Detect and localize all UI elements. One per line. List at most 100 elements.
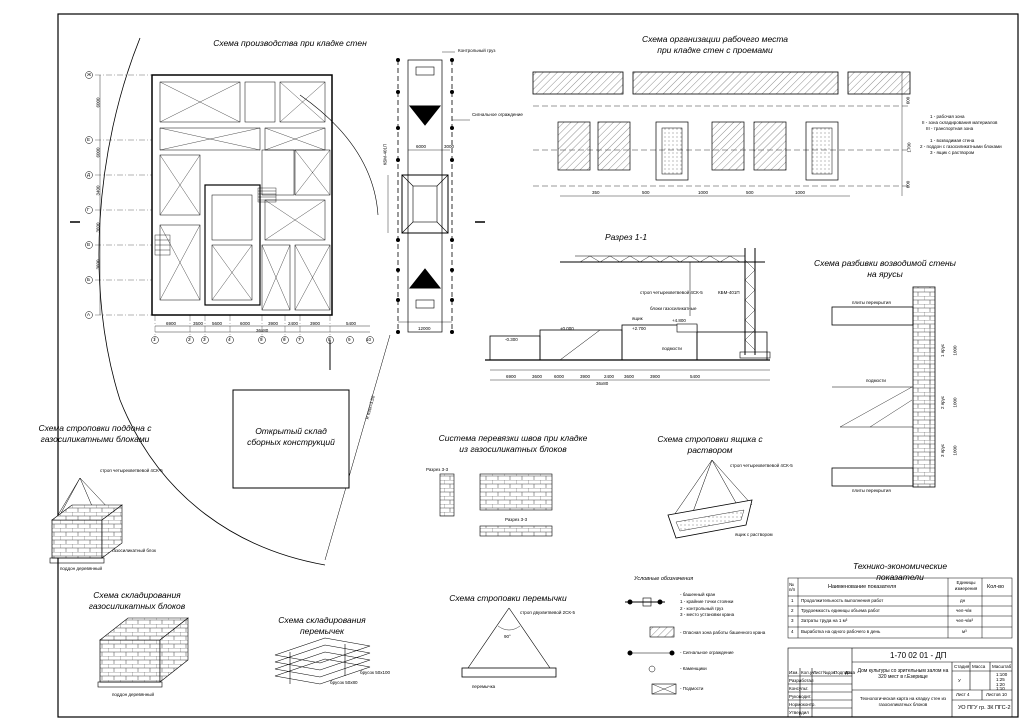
title-wall-breakdown: Схема разбивки возводимой стены на ярусы (814, 258, 956, 279)
title-block-col-2: Кол.уч (801, 670, 815, 675)
block-storage (97, 617, 189, 688)
title-block-code: 1-70 02 01 - ДП (890, 651, 947, 660)
lintel-storage-label-2: брусок 50х100 (360, 670, 391, 675)
dim-left-2: 6000 (95, 147, 101, 158)
title-block-stage-h: Стадия (954, 664, 970, 669)
title-block-role-5: Утвердил (789, 710, 809, 715)
dim-left-4: 3600 (95, 222, 101, 233)
title-block-col-5: Подпись (834, 670, 852, 675)
elevation-3: +2.700 (632, 326, 646, 331)
dim-crane-width-2: 3000 (444, 144, 455, 149)
workplace-legend-3: III - транспортная зона (926, 126, 974, 131)
title-block-role-4: Нормоконтр. (789, 702, 816, 707)
workplace-side-2: 1700 (906, 142, 912, 153)
title-seam-system: Система перевязки швов при кладке из газ… (438, 433, 588, 454)
tier-height-2: 1000 (952, 397, 958, 408)
tep-row-1-unit: дн (960, 598, 966, 603)
elevation-4: +4.800 (672, 318, 686, 323)
axis-number-2: 2 (188, 337, 191, 342)
section-dim-7: 3900 (650, 374, 661, 379)
section-scaffold-label: подмости (662, 346, 682, 351)
section-dim-1: 6900 (506, 374, 517, 379)
box-sling-label: строп четырехветвевой 4СК-5 (730, 463, 793, 468)
axis-letter-3: Д (87, 172, 91, 177)
legend (625, 597, 677, 695)
title-production-scheme: Схема производства при кладке стен (213, 38, 367, 48)
workplace-scheme (532, 71, 911, 197)
legend-item-8: - Подмости (680, 686, 704, 691)
dim-plan-1: 6900 (166, 321, 177, 326)
title-lintel-slinging: Схема строповки перемычки (449, 593, 567, 603)
label-control-group: Контрольный груз (458, 48, 496, 53)
tier-3: 3 ярус (940, 443, 946, 458)
workplace-dim-5: 1000 (795, 190, 806, 195)
title-pallet-slinging: Схема строповки поддона с газосиликатным… (38, 423, 152, 444)
tep-row-1-name: Продолжительность выполнения работ (801, 598, 884, 603)
workplace-dim-2: 500 (642, 190, 650, 195)
axis-number-3: 3 (203, 337, 206, 342)
tier-height-3: 1000 (952, 445, 958, 456)
title-workplace-scheme: Схема организации рабочего места при кла… (641, 34, 789, 55)
label-signal-fence: Сигнальное ограждение (472, 112, 523, 117)
lintel-slinging (461, 607, 557, 678)
wall-mid-label: подмости (866, 378, 886, 383)
wall-top-slab-label: плиты перекрытия (852, 300, 891, 305)
axis-number-9: 9 (348, 337, 351, 342)
tep-header-unit: Единицы измерения (954, 580, 978, 591)
tep-row-4-name: Выработка на одного рабочего в день (801, 629, 881, 634)
section-dim-6: 3600 (624, 374, 635, 379)
title-block-col-4: №док. (823, 670, 837, 675)
legend-item-7: - Каменщики (680, 666, 707, 671)
axis-number-5: 5 (260, 337, 263, 342)
axis-letter-2: Е (87, 137, 91, 142)
seam-section-2: Разрез 3-3 (505, 517, 528, 522)
section-dim-4: 3900 (580, 374, 591, 379)
dim-plan-4: 6000 (240, 321, 251, 326)
dim-plan-5: 3900 (268, 321, 279, 326)
legend-item-5: - Опасная зона работы башенного крана (680, 630, 766, 635)
section-1-1 (485, 248, 771, 381)
lintel-storage-label-1: брусок 50х80 (330, 680, 358, 685)
wall-bottom-slab-label: плиты перекрытия (852, 488, 891, 493)
crane-hazard-arc (98, 37, 326, 566)
section-dim-2: 3600 (532, 374, 543, 379)
axis-letter-6: Б (87, 277, 90, 282)
workplace-note-1: 1 - возводимая стена (930, 138, 975, 143)
title-block-role-3: Руководит. (789, 694, 812, 699)
title-block-col-3: Лист (813, 670, 823, 675)
open-storage-area (232, 389, 350, 489)
tep-header-num: № п/п (789, 582, 796, 592)
section-block-label: блоки газосиликатные (650, 306, 697, 311)
title-block-col-1: Изм. (789, 670, 799, 675)
title-block-object: Дом культуры со зрительным залом на 320 … (857, 668, 949, 680)
dim-crane-width-1: 6000 (416, 144, 427, 149)
title-block-stage: У (958, 678, 961, 683)
title-block-role-2: Консульт. (789, 686, 809, 691)
title-block-scale-h: Масштаб (992, 664, 1012, 669)
tep-row-2-name: Трудоемкость единицы объема работ (801, 608, 880, 613)
workplace-legend-1: 1 - рабочая зона (930, 114, 965, 119)
workplace-note-3: 3 - ящик с раствором (930, 150, 975, 155)
dim-left-1: 6000 (95, 97, 101, 108)
title-block-scale-1: 1:100 (996, 672, 1008, 677)
legend-item-3: 2 - контрольный груз (680, 606, 724, 611)
workplace-side-1: 600 (905, 96, 911, 105)
crane-stop-marker-top (408, 105, 442, 126)
axis-letter-4: Г (87, 207, 90, 212)
workplace-dim-4: 500 (746, 190, 754, 195)
dim-plan-2: 3500 (193, 321, 204, 326)
axis-number-7: 7 (298, 337, 301, 342)
workplace-dim-3: 1000 (698, 190, 709, 195)
axis-number-1: 1 (153, 337, 156, 342)
dim-plan-6: 2400 (288, 321, 299, 326)
tep-row-4-num: 4 (791, 629, 794, 634)
title-block (787, 647, 1013, 718)
axis-number-10: 10 (366, 337, 372, 342)
section-dim-3: 6000 (554, 374, 565, 379)
tep-header-qty: Кол-во (987, 584, 1005, 590)
label-crane-section: КБМ-401П (718, 290, 740, 295)
pallet-base-label: поддон деревянный (60, 566, 102, 571)
lintel-angle: 90° (504, 634, 511, 639)
tep-row-2-num: 2 (791, 608, 794, 613)
open-storage-label: Открытый склад сборных конструкций (247, 426, 335, 447)
